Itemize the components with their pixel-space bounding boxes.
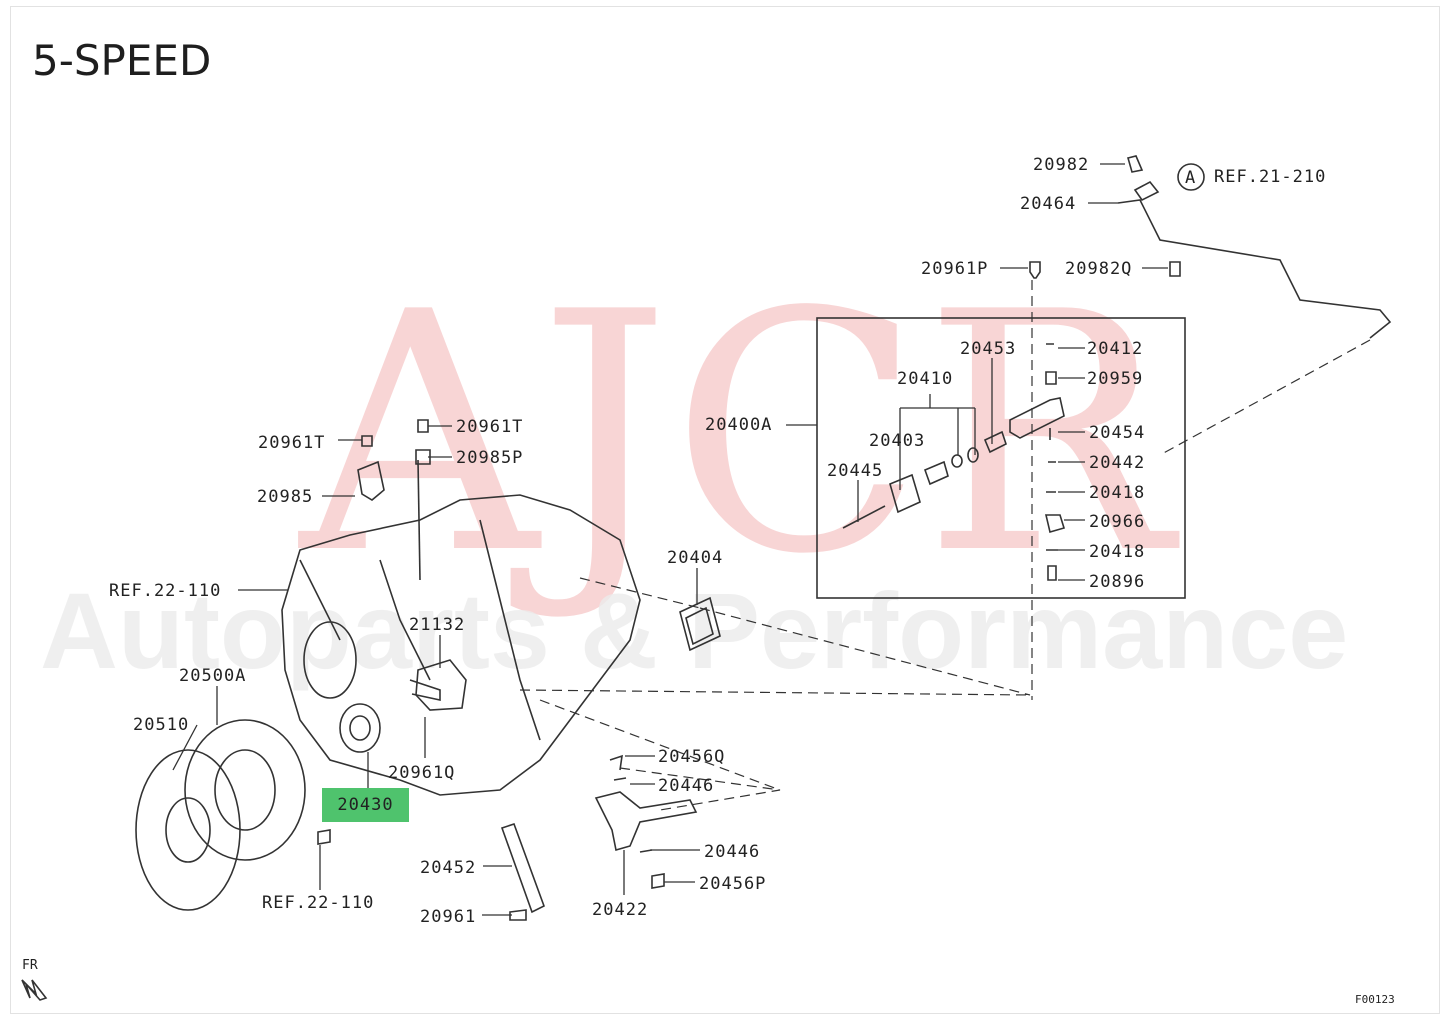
clutch-line-pipe bbox=[1117, 199, 1392, 339]
pad-20404-inner bbox=[685, 606, 714, 646]
label-ref-22-110-top: REF.22-110 bbox=[109, 581, 221, 601]
label-20961: 20961 bbox=[420, 907, 476, 927]
label-20985: 20985 bbox=[257, 487, 313, 507]
label-20456p: 20456P bbox=[699, 874, 766, 894]
label-20400a: 20400A bbox=[705, 415, 772, 435]
label-20445: 20445 bbox=[827, 461, 883, 481]
leaders-upper bbox=[786, 163, 1168, 581]
bracket-20985 bbox=[357, 460, 385, 501]
figure-code: F00123 bbox=[1355, 993, 1395, 1006]
label-20422: 20422 bbox=[592, 900, 648, 920]
pad-20404 bbox=[679, 596, 721, 652]
label-20453: 20453 bbox=[960, 339, 1016, 359]
label-20464: 20464 bbox=[1020, 194, 1076, 214]
dashed-ref-line-case bbox=[519, 577, 1031, 696]
watermark-logo: AJCR bbox=[295, 242, 1181, 626]
dowel-ref-22-110 bbox=[317, 829, 331, 845]
small-parts-column bbox=[1044, 343, 1066, 581]
clutch-cover-inner bbox=[214, 749, 276, 831]
input-shaft-sleeve bbox=[409, 679, 441, 701]
highlighted-part-label: 20430 bbox=[337, 795, 394, 815]
fr-label: FR bbox=[22, 958, 38, 973]
highlighted-part-20430[interactable]: 20430 bbox=[322, 788, 409, 822]
dashed-ref-line-fork bbox=[539, 699, 781, 811]
label-20985p: 20985P bbox=[456, 448, 523, 468]
label-20961t-right: 20961T bbox=[456, 417, 523, 437]
label-20442: 20442 bbox=[1089, 453, 1145, 473]
label-20961p: 20961P bbox=[921, 259, 988, 279]
master-cylinder-body bbox=[1009, 397, 1065, 439]
piston-20403 bbox=[923, 460, 949, 486]
fulcrum-shaft-20452 bbox=[500, 822, 545, 914]
label-20510: 20510 bbox=[133, 715, 189, 735]
master-cylinder-kit-box bbox=[816, 317, 1186, 599]
dashed-ref-line-pipe bbox=[1159, 339, 1371, 456]
fork-clips bbox=[609, 754, 665, 889]
label-20961q: 20961Q bbox=[388, 763, 455, 783]
label-20446-a: 20446 bbox=[658, 776, 714, 796]
label-20446-b: 20446 bbox=[704, 842, 760, 862]
clutch-disc-hub bbox=[165, 797, 211, 863]
label-20452: 20452 bbox=[420, 858, 476, 878]
label-ref-22-110-bottom: REF.22-110 bbox=[262, 893, 374, 913]
label-20896: 20896 bbox=[1089, 572, 1145, 592]
case-opening bbox=[303, 621, 357, 699]
fr-arrow-icon bbox=[21, 979, 48, 1001]
label-20404: 20404 bbox=[667, 548, 723, 568]
push-rod bbox=[842, 505, 886, 529]
label-20456q: 20456Q bbox=[658, 747, 725, 767]
label-20959: 20959 bbox=[1087, 369, 1143, 389]
label-20418-b: 20418 bbox=[1089, 542, 1145, 562]
label-20410: 20410 bbox=[897, 369, 953, 389]
release-bearing-20430 bbox=[339, 703, 381, 753]
ref-circle-a bbox=[1177, 163, 1205, 191]
bolt-20961p bbox=[1029, 261, 1041, 279]
label-20982q: 20982Q bbox=[1065, 259, 1132, 279]
label-20966: 20966 bbox=[1089, 512, 1145, 532]
release-fork-20422 bbox=[594, 791, 698, 852]
seal-20410 bbox=[967, 447, 979, 463]
boot-20445 bbox=[889, 473, 921, 514]
label-20982: 20982 bbox=[1033, 155, 1089, 175]
bolts-20961t bbox=[361, 419, 429, 447]
transmission-case bbox=[281, 494, 641, 796]
label-21132: 21132 bbox=[409, 615, 465, 635]
leaders-lower bbox=[172, 425, 700, 916]
diagram-frame bbox=[10, 6, 1440, 1014]
release-bearing-inner bbox=[349, 715, 371, 741]
label-20454: 20454 bbox=[1089, 423, 1145, 443]
transmission-case-ribs bbox=[299, 519, 541, 741]
clip-20982 bbox=[1127, 155, 1144, 173]
label-20403: 20403 bbox=[869, 431, 925, 451]
label-20412: 20412 bbox=[1087, 339, 1143, 359]
ref-21-210: REF.21-210 bbox=[1214, 167, 1326, 187]
spring-20453 bbox=[983, 430, 1007, 454]
clutch-disc-20510 bbox=[135, 749, 241, 911]
vent-tube bbox=[417, 459, 421, 581]
pipe-fitting-20464 bbox=[1133, 180, 1160, 202]
bracket-20985p bbox=[415, 449, 431, 465]
page-title: 5-SPEED bbox=[32, 36, 212, 85]
label-20961t-left: 20961T bbox=[258, 433, 325, 453]
ref-circle-letter: A bbox=[1185, 168, 1196, 188]
clip-20982q bbox=[1169, 261, 1181, 277]
clutch-cover-20500a bbox=[184, 719, 306, 861]
bolt-20961 bbox=[509, 909, 527, 921]
label-20418-a: 20418 bbox=[1089, 483, 1145, 503]
seal-20410b bbox=[951, 454, 963, 468]
label-20500a: 20500A bbox=[179, 666, 246, 686]
